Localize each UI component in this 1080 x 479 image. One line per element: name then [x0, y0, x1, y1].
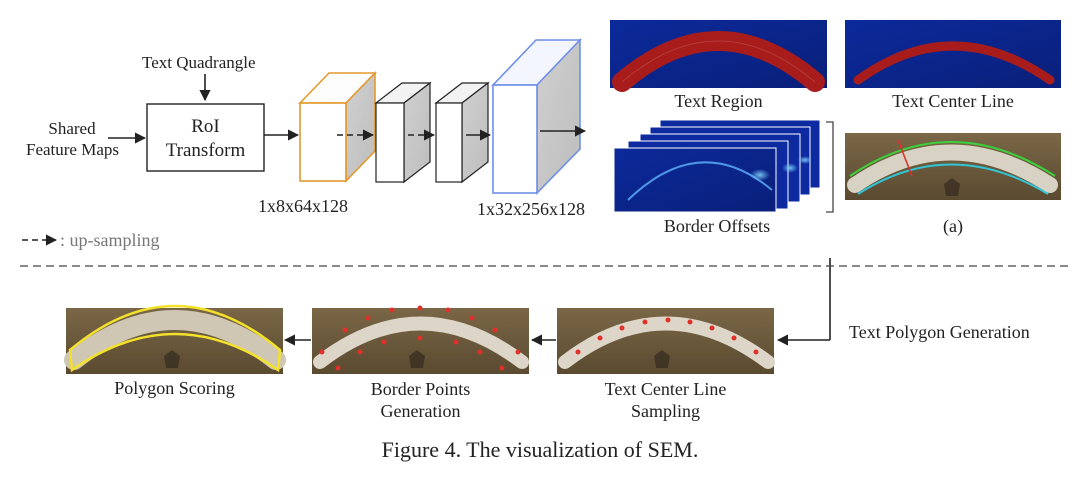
roi-transform-label: RoI Transform — [147, 115, 264, 163]
visualization-photo-a — [845, 133, 1061, 200]
tcl-sampling-line1: Text Center Line — [604, 379, 727, 399]
sub-a-label: (a) — [943, 216, 963, 236]
border-points-line2: Generation — [380, 401, 461, 421]
tcl-sampling-label: Text Center Line Sampling — [557, 378, 774, 422]
border-points-label: Border Points Generation — [312, 378, 529, 422]
dims-small-label: 1x8x64x128 — [258, 196, 348, 216]
feature-block-gray-1 — [374, 81, 432, 184]
text-region-label: Text Region — [674, 91, 763, 111]
dims-large-label: 1x32x256x128 — [477, 199, 585, 219]
shared-feature-maps-line1: Shared — [48, 119, 96, 138]
shared-feature-maps-line2: Feature Maps — [26, 140, 120, 159]
shared-feature-maps-label: Shared Feature Maps — [26, 118, 119, 160]
border-points-photo — [312, 305, 529, 374]
tcl-sampling-photo — [557, 308, 775, 374]
offsets-bracket — [826, 121, 834, 213]
polygon-scoring-photo — [64, 304, 286, 374]
roi-transform-line1: RoI — [191, 116, 220, 137]
text-center-line-map — [845, 20, 1061, 88]
feature-block-gray-2 — [434, 81, 490, 184]
polygon-scoring-label: Polygon Scoring — [114, 378, 235, 398]
text-center-line-label: Text Center Line — [892, 91, 1014, 111]
border-offsets-maps — [613, 119, 821, 213]
border-offsets-label: Border Offsets — [663, 216, 771, 236]
roi-transform-box — [146, 103, 265, 172]
legend-upsampling-label: : up-sampling — [60, 230, 160, 250]
tcl-sampling-line2: Sampling — [630, 401, 700, 421]
border-points-line1: Border Points — [370, 379, 471, 399]
feature-block-blue — [491, 38, 582, 195]
figure-caption: Figure 4. The visualization of SEM. — [381, 437, 699, 462]
text-region-map — [610, 20, 827, 92]
feature-block-orange — [298, 71, 377, 183]
text-polygon-generation-label: Text Polygon Generation — [849, 322, 1030, 342]
text-quadrangle-label: Text Quadrangle — [142, 53, 256, 72]
roi-transform-line2: Transform — [165, 140, 246, 161]
